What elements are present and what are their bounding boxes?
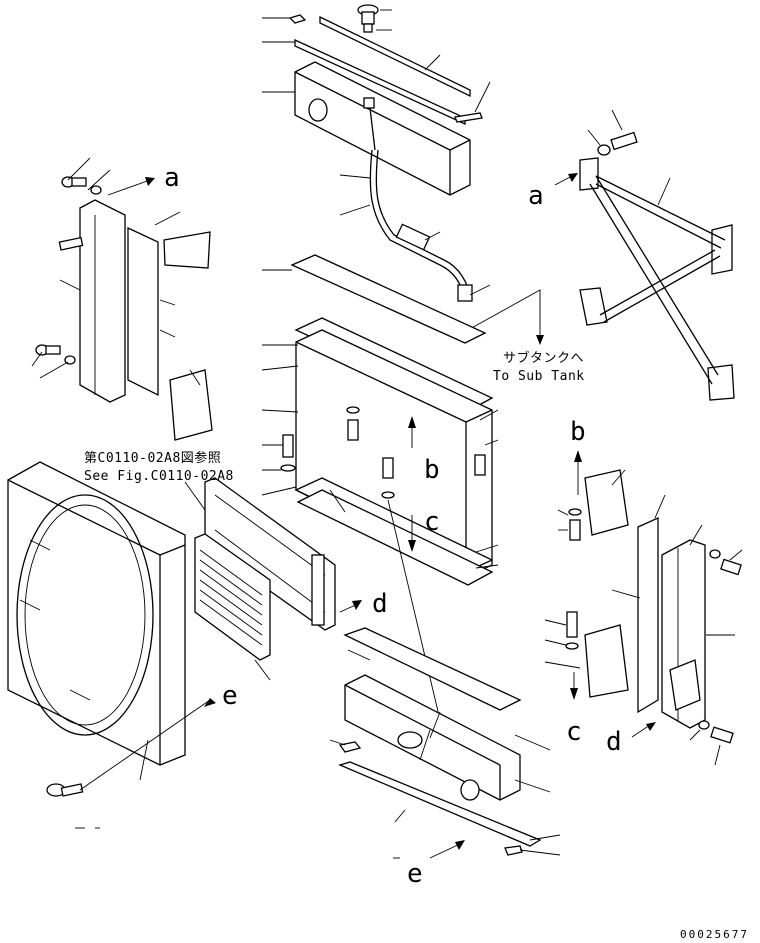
- callout-e-left: e: [222, 681, 238, 711]
- stay-bolt: [597, 131, 638, 156]
- fan-shroud: [7, 461, 186, 766]
- right-bracket-leaders: [544, 469, 743, 766]
- see-fig-note-jp: 第C0110-02A8図参照: [84, 450, 221, 466]
- core-leader-lines: [261, 269, 499, 569]
- bottom-leader-lines: [329, 649, 561, 859]
- callout-b-center: b: [424, 455, 440, 485]
- left-side-bracket: [58, 199, 213, 441]
- top-tank-group: [288, 4, 483, 302]
- callout-a-top: a: [164, 163, 180, 193]
- right-bracket-bolts: [565, 508, 742, 744]
- top-tank: [294, 61, 471, 196]
- top-gasket-strips: [288, 14, 483, 126]
- callout-a-right: a: [528, 181, 544, 211]
- sub-tank-arrow: [467, 289, 544, 345]
- core-bolts-left: [262, 434, 486, 476]
- sub-tank-note-jp: サブタンクへ: [503, 350, 584, 366]
- stay-leaders: [587, 109, 671, 206]
- callout-c-right: c: [566, 717, 582, 747]
- left-bracket-leaders: [31, 157, 201, 386]
- diagonal-stay: [579, 157, 735, 401]
- callout-d-right: d: [606, 727, 622, 757]
- callout-d-center: d: [372, 589, 388, 619]
- callout-b-right: b: [570, 417, 586, 447]
- screen-guard: [194, 477, 336, 681]
- callout-e-bottom: e: [407, 859, 423, 889]
- sub-tank-note-en: To Sub Tank: [493, 369, 585, 384]
- sub-tank-hose: [369, 107, 473, 302]
- drawing-code: 00025677: [680, 928, 749, 941]
- radiator-cap: [357, 4, 379, 33]
- right-side-bracket: [584, 469, 706, 729]
- top-leader-lines: [262, 9, 491, 296]
- bottom-tank-group: [338, 627, 542, 856]
- see-fig-leader: [184, 481, 206, 511]
- radiator-core-group: [290, 254, 494, 721]
- shroud-bolt: [46, 699, 211, 797]
- see-fig-note-en: See Fig.C0110-02A8: [84, 469, 234, 484]
- callout-c-center: c: [424, 507, 440, 537]
